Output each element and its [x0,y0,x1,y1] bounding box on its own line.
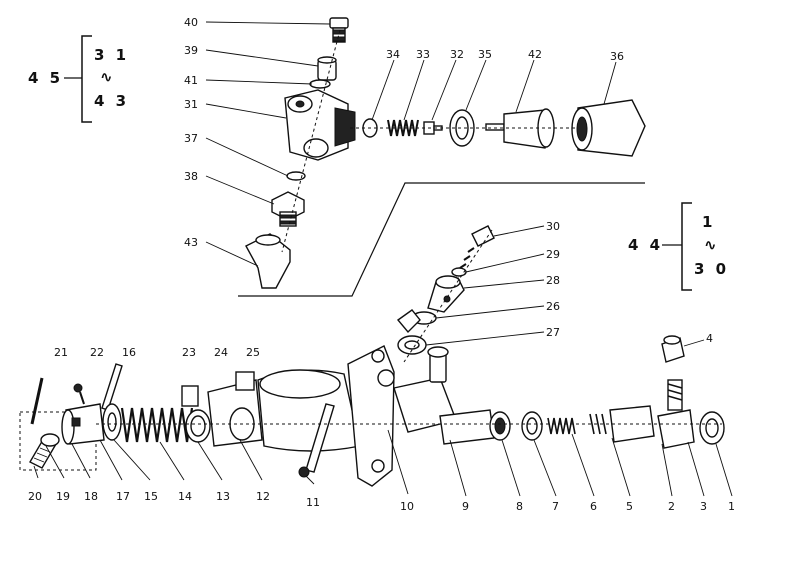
callout-7: 7 [552,500,559,513]
callout-28: 28 [546,274,560,287]
callout-30: 30 [546,220,560,233]
callout-23: 23 [182,346,196,359]
callout-40: 40 [184,16,198,29]
callout-33: 33 [416,48,430,61]
callout-29: 29 [546,248,560,261]
group-mid-44: ∿ [704,236,720,254]
callout-16: 16 [122,346,136,359]
callout-27: 27 [546,326,560,339]
callout-labels: 40 39 41 31 37 38 43 34 33 32 35 42 36 3… [28,16,735,513]
callout-39: 39 [184,44,198,57]
callout-18: 18 [84,490,98,503]
main-axis-assembly [19,335,725,487]
callout-9: 9 [462,500,469,513]
callout-1: 1 [728,500,735,513]
callout-21: 21 [54,346,68,359]
callout-31: 31 [184,98,198,111]
callout-43: 43 [184,236,198,249]
callout-14: 14 [178,490,192,503]
group-label-45: 4 5 [28,69,63,87]
callout-22: 22 [90,346,104,359]
callout-41: 41 [184,74,198,87]
callout-8: 8 [516,500,523,513]
subassembly-boundary [238,182,645,297]
callout-26: 26 [546,300,560,313]
callout-38: 38 [184,170,198,183]
leader-lines [33,21,733,497]
callout-15: 15 [144,490,158,503]
callout-11: 11 [306,496,320,509]
upper-horizontal-parts [350,99,646,157]
group-mid-45: ∿ [100,68,116,86]
callout-13: 13 [216,490,230,503]
group-top-44: 1 [702,213,715,231]
check-valve-stack [396,225,495,363]
callout-17: 17 [116,490,130,503]
group-top-45: 3 1 [94,46,129,64]
callout-5: 5 [626,500,633,513]
callout-37: 37 [184,132,198,145]
group-bracket-44: 4 4 1 ∿ 3 0 [628,202,729,291]
group-bottom-45: 4 3 [94,92,129,110]
callout-4: 4 [706,332,713,345]
callout-6: 6 [590,500,597,513]
callout-24: 24 [214,346,228,359]
callout-10: 10 [400,500,414,513]
callout-20: 20 [28,490,42,503]
callout-34: 34 [386,48,400,61]
callout-3: 3 [700,500,707,513]
callout-35: 35 [478,48,492,61]
group-bracket-45: 4 5 3 1 ∿ 4 3 [28,35,129,123]
callout-12: 12 [256,490,270,503]
callout-42: 42 [528,48,542,61]
group-label-44: 4 4 [628,236,663,254]
callout-2: 2 [668,500,675,513]
callout-25: 25 [246,346,260,359]
callout-36: 36 [610,50,624,63]
callout-19: 19 [56,490,70,503]
callout-32: 32 [450,48,464,61]
upper-valve-assembly [245,17,356,289]
group-bottom-44: 3 0 [694,260,729,278]
